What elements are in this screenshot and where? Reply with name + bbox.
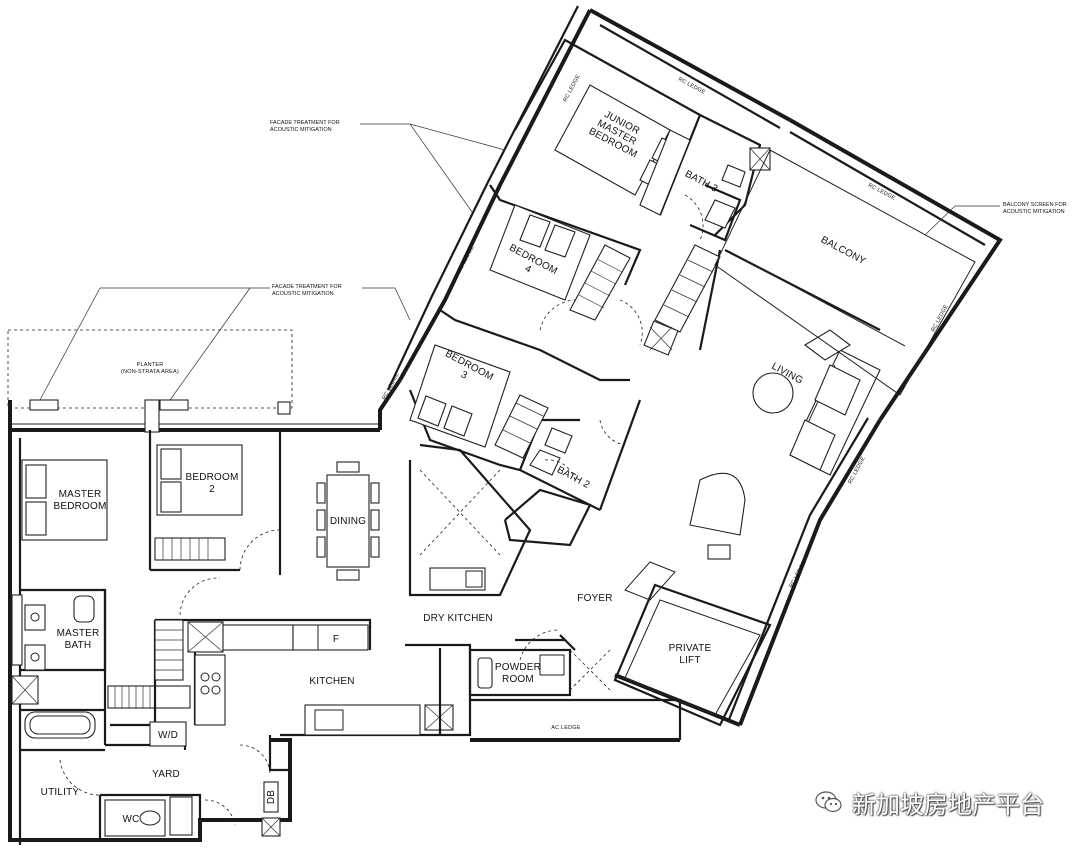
furniture-east — [409, 84, 976, 716]
furniture-west — [11, 444, 380, 837]
label-dry-kitchen: DRY KITCHEN — [423, 613, 493, 624]
label-bath2: BATH 2 — [555, 465, 592, 491]
label-dining: DINING — [330, 516, 366, 527]
svg-text:RC LEDGE: RC LEDGE — [677, 76, 706, 95]
door-swings-east — [519, 194, 704, 661]
label-fridge: F — [333, 634, 339, 645]
label-bath3: BATH 3 — [683, 169, 720, 195]
label-yard: YARD — [152, 769, 180, 780]
wechat-icon — [815, 791, 842, 813]
planter-area: PLANTER(NON-STRATA AREA) — [7, 329, 293, 433]
planter-label: PLANTER(NON-STRATA AREA) — [121, 362, 179, 375]
svg-text:RC LEDGE: RC LEDGE — [456, 245, 475, 274]
svg-text:RC LEDGE: RC LEDGE — [562, 74, 581, 103]
label-balcony: BALCONY — [819, 234, 868, 267]
kitchen-counters — [187, 621, 454, 736]
interior-walls-west — [20, 430, 472, 840]
door-swings-west — [59, 529, 281, 826]
watermark-text: 新加坡房地产平台 — [852, 790, 1044, 819]
label-wd: W/D — [158, 730, 178, 741]
label-ac-ledge: AC LEDGE — [551, 725, 581, 731]
watermark: 新加坡房地产平台 — [814, 784, 1044, 820]
label-utility: UTILITY — [41, 787, 80, 798]
label-foyer: FOYER — [577, 593, 612, 604]
label-wc: WC — [122, 814, 139, 825]
wardrobe-hangers-mb — [114, 686, 151, 708]
label-kitchen: KITCHEN — [309, 676, 354, 687]
label-db: DB — [266, 790, 277, 804]
